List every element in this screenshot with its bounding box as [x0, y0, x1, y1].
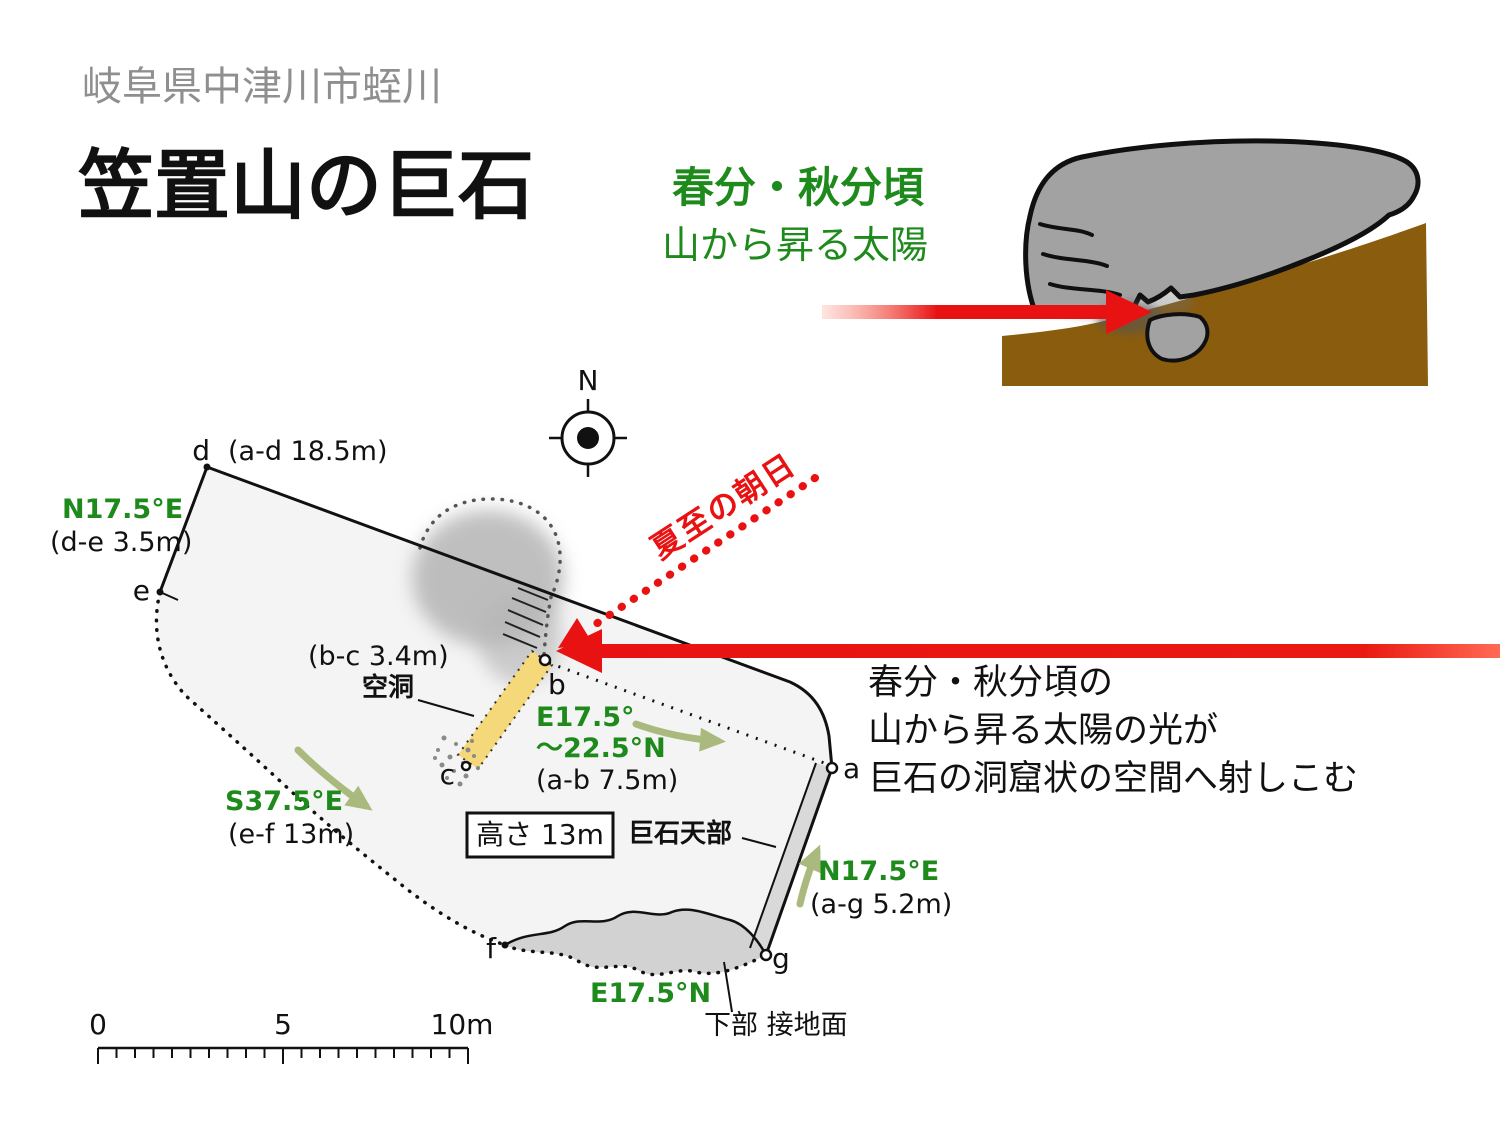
bottom-contact-band: [505, 909, 766, 975]
overhang-dotted-outline: [418, 497, 562, 658]
main-note-line1: 春分・秋分頃の: [868, 663, 1113, 703]
height-label: 高さ 13m: [476, 818, 604, 851]
small-rock: [1145, 312, 1210, 363]
point-a-label: a: [843, 752, 860, 785]
point-e-label: e: [133, 574, 150, 607]
scale-tick5-label: 5: [274, 1008, 292, 1041]
bearing-fg-label: E17.5°N: [590, 978, 711, 1009]
measure-bc-label: (b-c 3.4m): [308, 641, 449, 672]
scale-bar: 0 5 10m: [89, 1008, 493, 1064]
survey-points: [156, 463, 839, 962]
compass-north-label: N: [578, 364, 599, 397]
sun-ray-arrow-illustration: [822, 290, 1152, 334]
scale-ticks: [97, 1048, 469, 1064]
measure-ab-label: (a-b 7.5m): [536, 765, 678, 796]
bearing-arrows: [294, 720, 821, 908]
main-note-line3: 巨石の洞窟状の空間へ射しこむ: [868, 759, 1358, 799]
bearing-de-label: N17.5°E: [62, 494, 183, 525]
point-f-label: f: [486, 932, 497, 965]
measure-ad-label: (a-d 18.5m): [228, 436, 388, 467]
bearing-ab-label-1: E17.5°: [536, 702, 635, 733]
boulder-outline: [1023, 138, 1421, 318]
scale-tick10-label: 10m: [431, 1008, 494, 1041]
equinox-heading-line2: 山から昇る太陽: [662, 223, 928, 267]
measure-de-label: (d-e 3.5m): [50, 527, 192, 558]
ground-contact-label: 下部 接地面: [704, 1010, 848, 1041]
point-c-label: c: [440, 758, 455, 791]
ground-slope: [1002, 223, 1428, 386]
scale-tick0-label: 0: [89, 1008, 107, 1041]
page-title: 笠置山の巨石: [78, 141, 534, 230]
solid-edges: [158, 465, 834, 956]
measure-ag-label: (a-g 5.2m): [810, 889, 952, 920]
rock-illustration: [822, 138, 1428, 386]
survey-map: d (a-d 18.5m) N17.5°E (d-e 3.5m) e (b-c …: [50, 434, 952, 1041]
measure-ef-label: (e-f 13m): [228, 819, 354, 850]
solstice-arrow-label: 夏至の朝日: [645, 447, 803, 567]
point-b-label: b: [548, 668, 566, 701]
point-g-label: g: [772, 942, 790, 975]
main-note-line2: 山から昇る太陽の光が: [868, 711, 1218, 751]
main-note: 春分・秋分頃の 山から昇る太陽の光が 巨石の洞窟状の空間へ射しこむ: [868, 663, 1358, 799]
side-face-ag: [750, 763, 832, 955]
megalith-top-label: 巨石天部: [628, 819, 732, 849]
equinox-heading-line1: 春分・秋分頃: [672, 163, 924, 212]
dotted-boundary: [154, 590, 768, 977]
bearing-ag-label: N17.5°E: [818, 856, 939, 887]
compass-rose: N: [549, 364, 627, 477]
location-label: 岐阜県中津川市蛭川: [82, 64, 442, 110]
bearing-ab-label-2: 〜22.5°N: [536, 733, 666, 764]
boulder-cracks: [1038, 222, 1122, 297]
point-d-label: d: [192, 434, 210, 467]
sun-ray-arrow-main: [556, 629, 1500, 673]
height-box: [465, 811, 615, 859]
overhang-hatching: [502, 587, 549, 649]
leader-lines: [417, 699, 777, 1013]
bearing-ef-label: S37.5°E: [225, 786, 343, 817]
cavity-label: 空洞: [362, 672, 414, 703]
